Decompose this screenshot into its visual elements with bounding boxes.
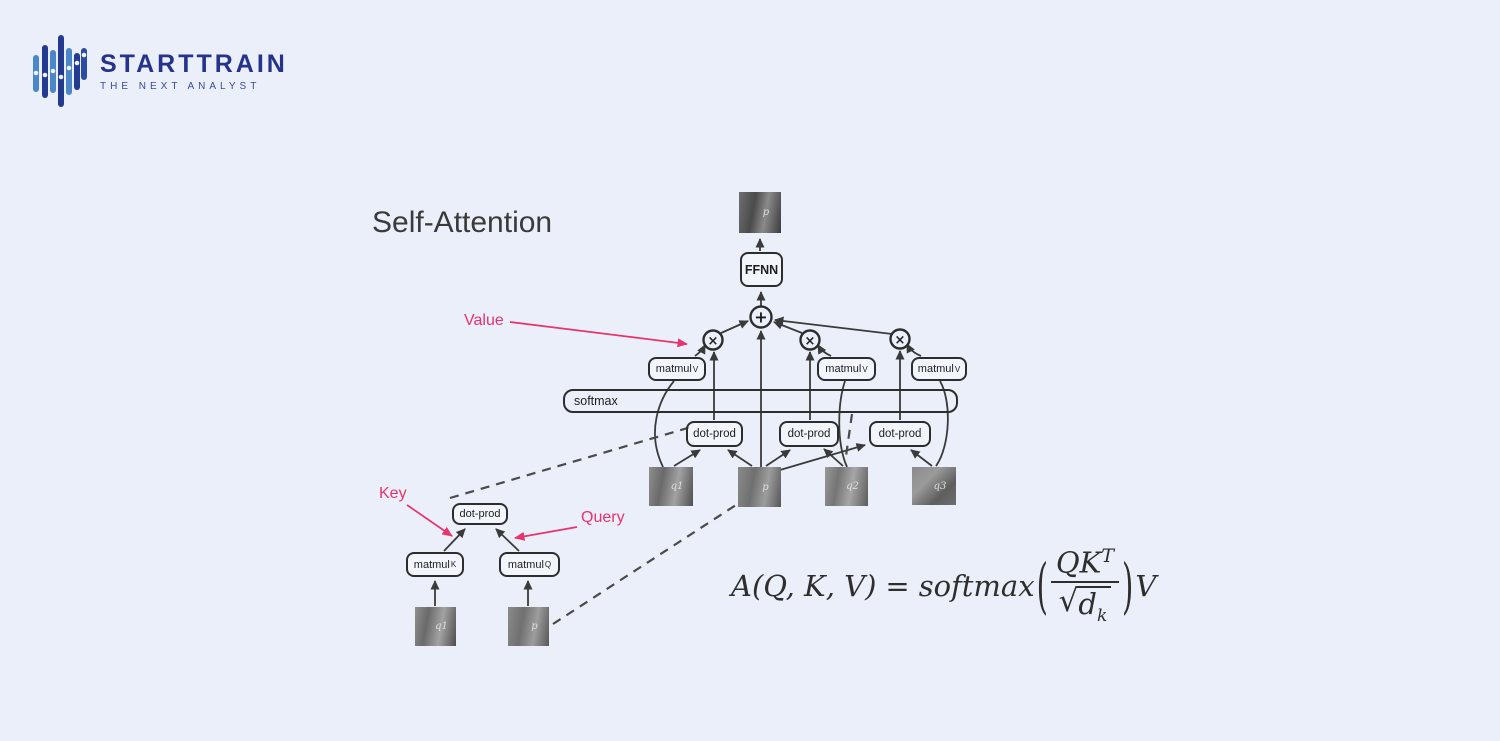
matmul-label: matmul bbox=[917, 363, 954, 375]
dot-prod-box-middle: dot-prod bbox=[779, 421, 839, 447]
matmul-label: matmul bbox=[507, 558, 544, 571]
operator-nodes: + × × × bbox=[702, 305, 911, 351]
formula-open-paren: ( bbox=[1036, 551, 1048, 622]
main-flow-arrows bbox=[709, 238, 905, 467]
input-patch-p: p bbox=[738, 467, 781, 507]
multiply-operator-icon: × bbox=[895, 333, 906, 348]
diagram-title: Self-Attention bbox=[372, 206, 553, 239]
dashed-correspondence-lines bbox=[449, 413, 854, 625]
matmul-sub-k: K bbox=[450, 560, 457, 569]
product-node-right bbox=[889, 328, 911, 350]
product-node-left bbox=[702, 329, 724, 351]
value-annotation-label: Value bbox=[464, 312, 504, 329]
formula-denominator: √dk bbox=[1059, 583, 1112, 626]
mini-patch-q1: q1 bbox=[415, 607, 456, 646]
product-to-sum-arrows bbox=[720, 316, 893, 335]
formula-value-var: V bbox=[1135, 569, 1157, 604]
brand-name: STARTTRAIN bbox=[100, 50, 288, 78]
value-curves bbox=[654, 380, 949, 468]
multiply-operator-icon: × bbox=[708, 334, 719, 349]
formula-numerator: QKT bbox=[1050, 546, 1120, 584]
dot-prod-box-left: dot-prod bbox=[686, 421, 743, 447]
equalizer-bars-icon bbox=[33, 35, 87, 107]
attention-formula: A(Q, K, V) = softmax ( QKT √dk ) V bbox=[731, 546, 1157, 626]
matmul-sub-v: V bbox=[954, 364, 961, 374]
ffnn-box: FFNN bbox=[740, 252, 783, 287]
multiply-operator-icon: × bbox=[805, 334, 816, 349]
dot-prod-box-mini: dot-prod bbox=[452, 503, 508, 525]
query-annotation-label: Query bbox=[581, 509, 625, 526]
softmax-bar: softmax bbox=[563, 389, 958, 413]
formula-softmax: softmax bbox=[918, 569, 1035, 604]
patch-to-dotprod-arrows bbox=[673, 443, 933, 471]
input-patch-q2: q2 bbox=[825, 467, 868, 506]
matmul-label: matmul bbox=[825, 363, 862, 375]
matmul-sub-q: Q bbox=[544, 560, 552, 569]
annotation-arrows bbox=[406, 321, 688, 541]
matmul-sub-v: V bbox=[862, 364, 868, 374]
mini-patch-p: p bbox=[508, 607, 549, 646]
formula-lhs: A(Q, K, V) bbox=[731, 569, 877, 604]
logo-text: STARTTRAIN THE NEXT ANALYST bbox=[100, 50, 288, 93]
input-patch-q1: q1 bbox=[649, 467, 693, 506]
dot-prod-box-right: dot-prod bbox=[869, 421, 931, 447]
sum-node bbox=[749, 305, 773, 329]
product-node-middle bbox=[799, 329, 821, 351]
key-query-arrows bbox=[430, 528, 533, 606]
formula-equals: = bbox=[885, 569, 910, 604]
sqrt-icon: √ bbox=[1058, 583, 1079, 620]
brand-tagline: THE NEXT ANALYST bbox=[100, 81, 261, 92]
matmul-sub-v: V bbox=[692, 364, 699, 374]
output-patch-p: p bbox=[739, 192, 781, 233]
logo: STARTTRAIN THE NEXT ANALYST bbox=[30, 30, 288, 114]
matmul-label: matmul bbox=[413, 558, 450, 571]
key-annotation-label: Key bbox=[379, 485, 407, 502]
sum-operator-icon: + bbox=[754, 308, 767, 327]
formula-close-paren: ) bbox=[1122, 551, 1134, 622]
formula-fraction: QKT √dk bbox=[1050, 546, 1120, 626]
input-patch-q3: q3 bbox=[912, 467, 956, 505]
matmul-label: matmul bbox=[655, 363, 692, 375]
